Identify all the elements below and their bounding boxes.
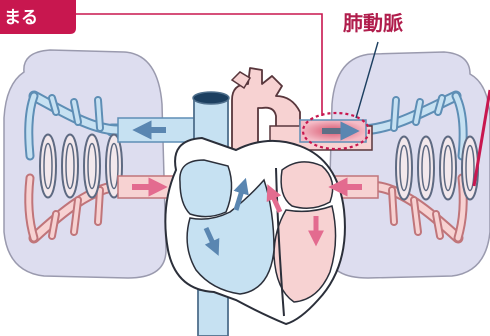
right-atrium: [180, 160, 232, 217]
left-atrium: [281, 162, 333, 208]
left-lung: [4, 50, 166, 278]
pulmonary-artery-label: 肺動脈: [343, 11, 403, 35]
vena-cava-opening: [193, 92, 229, 104]
tag-label: まる: [4, 8, 38, 28]
inferior-vena-cava: [198, 290, 228, 336]
right-lung: [328, 52, 490, 278]
